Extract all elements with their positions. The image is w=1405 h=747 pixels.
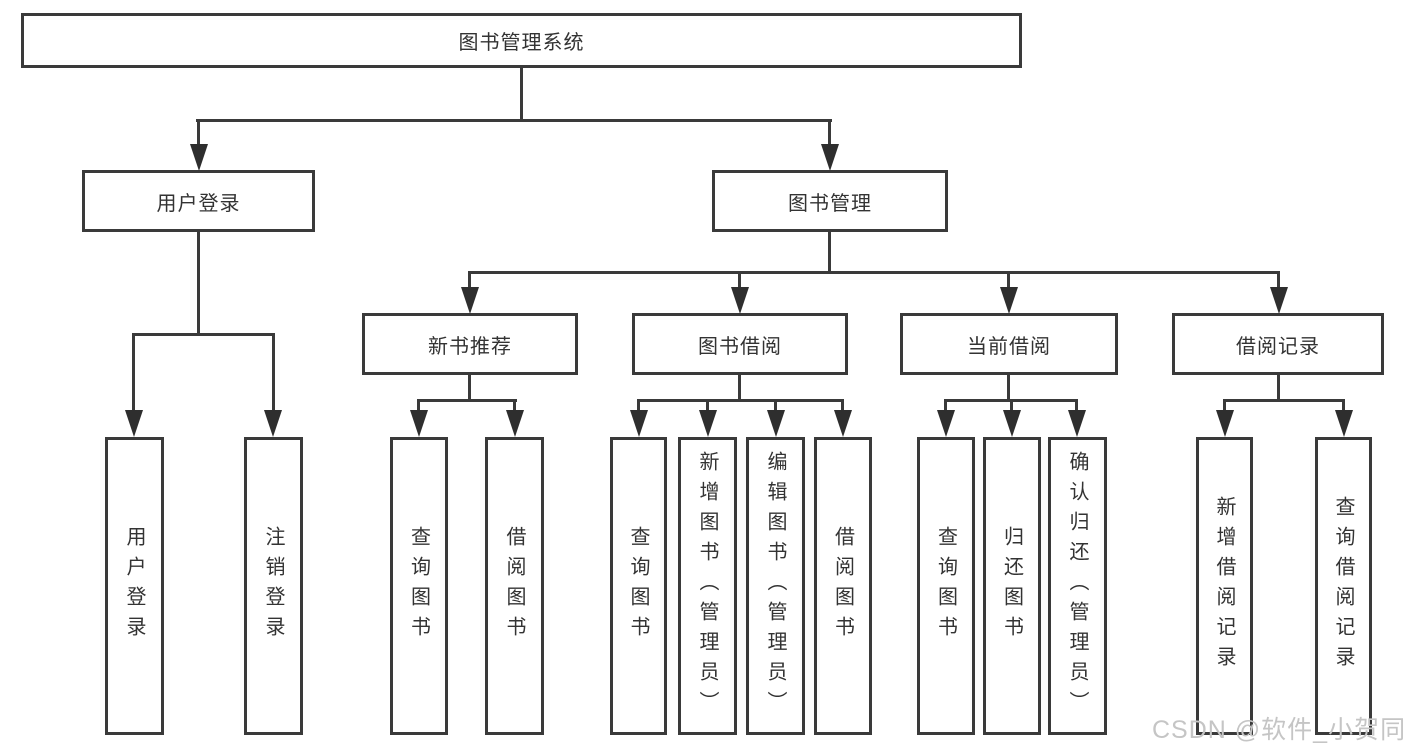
connector-line bbox=[468, 375, 471, 401]
node-user-login-label: 用户登录 bbox=[156, 192, 241, 215]
connector-line bbox=[828, 232, 831, 274]
connector-line bbox=[520, 68, 523, 122]
leaf-query-books-borrow-label: 查询图书 bbox=[627, 526, 649, 646]
node-book-borrow: 图书借阅 bbox=[632, 313, 848, 375]
connector-line bbox=[417, 399, 420, 412]
leaf-borrow-books-recommend-label: 借阅图书 bbox=[503, 526, 525, 646]
leaf-logout: 注销登录 bbox=[244, 437, 303, 735]
leaf-borrow-books-recommend: 借阅图书 bbox=[485, 437, 544, 735]
node-borrow-records-label: 借阅记录 bbox=[1236, 335, 1320, 358]
leaf-query-books-recommend-label: 查询图书 bbox=[407, 526, 430, 646]
connector-line bbox=[944, 399, 947, 412]
node-borrow-records: 借阅记录 bbox=[1172, 313, 1384, 375]
connector-line bbox=[132, 333, 135, 412]
connector-line bbox=[1277, 271, 1280, 288]
connector-line bbox=[1075, 399, 1078, 412]
node-root: 图书管理系统 bbox=[21, 13, 1022, 68]
connector-line bbox=[637, 399, 640, 412]
arrowhead-down bbox=[1068, 410, 1086, 437]
arrowhead-down bbox=[1003, 410, 1021, 437]
leaf-borrow-books-label: 借阅图书 bbox=[831, 526, 854, 646]
leaf-query-books-current-label: 查询图书 bbox=[934, 526, 957, 646]
node-new-book-recommend-label: 新书推荐 bbox=[428, 335, 512, 358]
connector-line bbox=[468, 271, 1280, 274]
arrowhead-down bbox=[190, 144, 208, 171]
leaf-edit-books-admin: 编辑图书（管理员） bbox=[746, 437, 805, 735]
arrowhead-down bbox=[1270, 287, 1288, 314]
arrowhead-down bbox=[731, 287, 749, 314]
connector-line bbox=[417, 399, 517, 402]
connector-line bbox=[1342, 399, 1345, 412]
arrowhead-down bbox=[699, 410, 717, 437]
connector-line bbox=[132, 333, 275, 336]
connector-line bbox=[197, 232, 200, 336]
arrowhead-down bbox=[630, 410, 648, 437]
arrowhead-down bbox=[1000, 287, 1018, 314]
connector-line bbox=[841, 399, 844, 412]
connector-line bbox=[196, 119, 832, 122]
arrowhead-down bbox=[1216, 410, 1234, 437]
leaf-logout-label: 注销登录 bbox=[262, 526, 284, 646]
arrowhead-down bbox=[767, 410, 785, 437]
leaf-query-books-recommend: 查询图书 bbox=[390, 437, 448, 735]
leaf-query-borrow-record: 查询借阅记录 bbox=[1315, 437, 1372, 735]
connector-line bbox=[513, 399, 516, 412]
connector-line bbox=[1277, 375, 1280, 401]
leaf-add-borrow-record-label: 新增借阅记录 bbox=[1213, 496, 1235, 676]
leaf-borrow-books: 借阅图书 bbox=[814, 437, 872, 735]
node-book-borrow-label: 图书借阅 bbox=[698, 335, 782, 358]
arrowhead-down bbox=[821, 144, 839, 171]
csdn-watermark: CSDN @软件_小贺同学 bbox=[1152, 716, 1405, 744]
arrowhead-down bbox=[410, 410, 428, 437]
leaf-query-books-borrow: 查询图书 bbox=[610, 437, 667, 735]
node-book-management-label: 图书管理 bbox=[788, 192, 872, 215]
arrowhead-down bbox=[834, 410, 852, 437]
connector-line bbox=[197, 119, 200, 147]
leaf-return-books-label: 归还图书 bbox=[1000, 526, 1023, 646]
leaf-add-books-admin: 新增图书（管理员） bbox=[678, 437, 737, 735]
connector-line bbox=[706, 399, 709, 412]
node-user-login: 用户登录 bbox=[82, 170, 315, 232]
connector-line bbox=[828, 119, 831, 147]
connector-line bbox=[738, 271, 741, 288]
connector-line bbox=[1007, 271, 1010, 288]
connector-line bbox=[1223, 399, 1345, 402]
leaf-confirm-return-admin: 确认归还（管理员） bbox=[1048, 437, 1107, 735]
arrowhead-down bbox=[461, 287, 479, 314]
arrowhead-down bbox=[506, 410, 524, 437]
arrowhead-down bbox=[125, 410, 143, 437]
connector-line bbox=[272, 333, 275, 412]
leaf-confirm-return-admin-label: 确认归还（管理员） bbox=[1066, 451, 1088, 721]
connector-line bbox=[1007, 375, 1010, 401]
leaf-add-borrow-record: 新增借阅记录 bbox=[1196, 437, 1253, 735]
leaf-user-login-label: 用户登录 bbox=[123, 526, 145, 646]
connector-line bbox=[1010, 399, 1013, 412]
leaf-return-books: 归还图书 bbox=[983, 437, 1041, 735]
node-current-borrow: 当前借阅 bbox=[900, 313, 1118, 375]
leaf-query-books-current: 查询图书 bbox=[917, 437, 975, 735]
connector-line bbox=[1223, 399, 1226, 412]
leaf-user-login: 用户登录 bbox=[105, 437, 164, 735]
node-root-label: 图书管理系统 bbox=[458, 32, 585, 54]
connector-line bbox=[738, 375, 741, 401]
leaf-query-borrow-record-label: 查询借阅记录 bbox=[1332, 496, 1354, 676]
connector-line bbox=[637, 399, 844, 402]
connector-line bbox=[468, 271, 471, 288]
arrowhead-down bbox=[1335, 410, 1353, 437]
arrowhead-down bbox=[937, 410, 955, 437]
connector-line bbox=[774, 399, 777, 412]
leaf-edit-books-admin-label: 编辑图书（管理员） bbox=[764, 451, 786, 721]
node-book-management: 图书管理 bbox=[712, 170, 948, 232]
leaf-add-books-admin-label: 新增图书（管理员） bbox=[696, 451, 718, 721]
arrowhead-down bbox=[264, 410, 282, 437]
node-current-borrow-label: 当前借阅 bbox=[967, 335, 1051, 358]
node-new-book-recommend: 新书推荐 bbox=[362, 313, 578, 375]
